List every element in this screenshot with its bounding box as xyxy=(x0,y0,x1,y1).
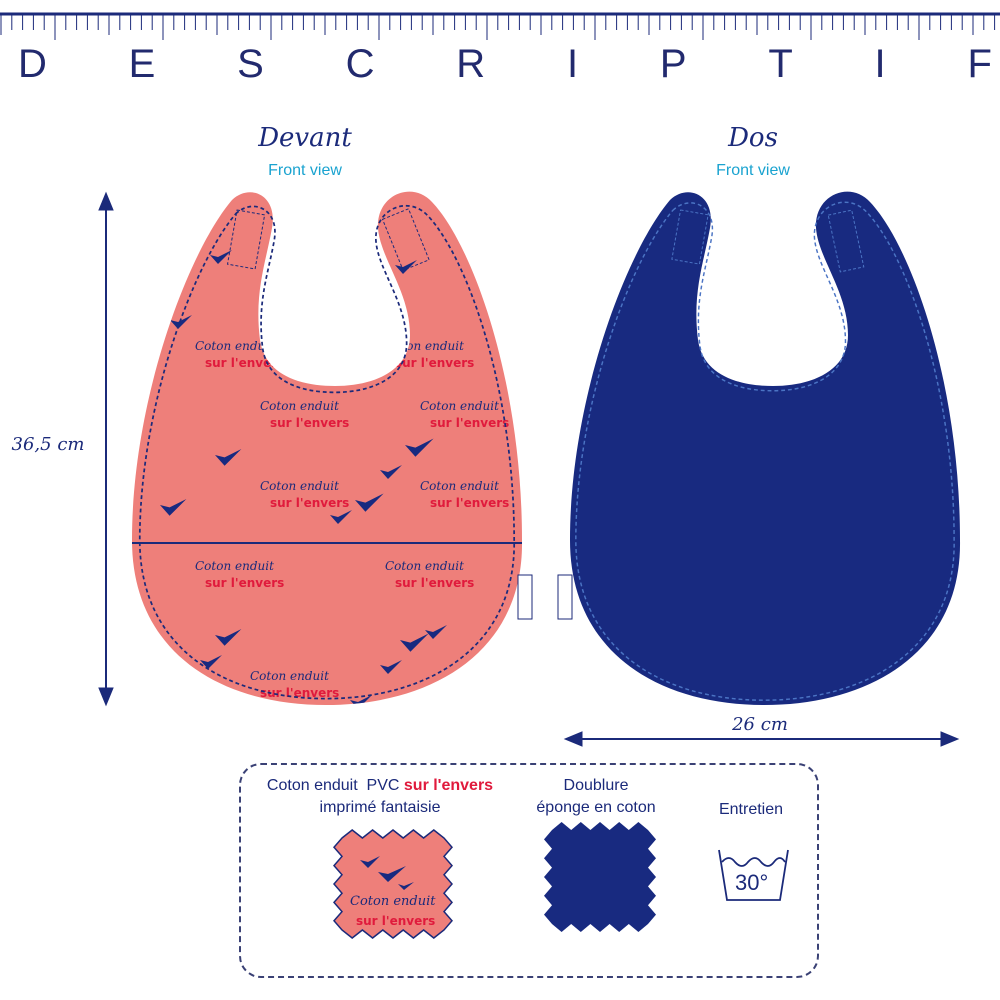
bird-motif xyxy=(395,260,417,274)
bird-motif xyxy=(330,510,352,524)
bird-motif xyxy=(200,655,222,669)
back-title: Dos xyxy=(728,123,778,153)
fabric-label-text: Coton enduit PVC xyxy=(266,777,404,794)
pattern-text: sur l'envers xyxy=(395,576,474,590)
pattern-text: Coton enduit xyxy=(260,479,339,493)
height-arrow xyxy=(98,191,114,707)
title-letter: S xyxy=(237,42,264,86)
bird-motif xyxy=(210,250,232,264)
fabric-label: Coton enduit PVC sur l'envers imprimé fa… xyxy=(249,775,511,819)
title-letter: D xyxy=(18,42,47,86)
bird-motif xyxy=(380,465,402,479)
terry-lining-swatch xyxy=(544,822,656,932)
title-letter: E xyxy=(128,42,156,86)
pattern-text: sur l'envers xyxy=(260,686,339,700)
lining-label: Doublure éponge en coton xyxy=(521,775,671,819)
wash-30-icon: 30° xyxy=(718,849,789,901)
swatch-text: Coton enduit xyxy=(350,894,436,909)
fabric-label-sub: imprimé fantaisie xyxy=(319,799,441,816)
swatch-text: sur l'envers xyxy=(356,914,435,928)
bird-motif xyxy=(350,695,372,706)
pattern-text: sur l'envers xyxy=(430,416,509,430)
back-subtitle: Front view xyxy=(716,162,790,179)
bird-motif xyxy=(215,449,242,466)
back-bib xyxy=(557,191,961,706)
title-letter: P xyxy=(659,42,687,86)
ruler xyxy=(0,12,1000,40)
pattern-text: Coton enduit xyxy=(420,479,499,493)
bird-motif xyxy=(215,629,242,646)
printed-fabric-swatch: Coton enduit sur l'envers xyxy=(333,829,453,939)
pattern-text: Coton enduit xyxy=(385,559,464,573)
front-subtitle: Front view xyxy=(268,162,342,179)
title-letter: R xyxy=(456,42,486,86)
title-letter: I xyxy=(874,42,886,86)
pattern-text: Coton enduit xyxy=(260,399,339,413)
pattern-text: sur l'envers xyxy=(205,356,284,370)
bird-motif xyxy=(405,438,434,457)
title-letter: I xyxy=(566,42,579,86)
pattern-text: sur l'envers xyxy=(430,496,509,510)
width-arrow xyxy=(563,731,960,747)
bird-motif xyxy=(160,499,187,516)
bird-motif xyxy=(380,660,402,674)
pattern-text: Coton enduit xyxy=(195,339,274,353)
bird-motif xyxy=(170,315,192,329)
page-title: D E S C R I P T I F xyxy=(18,42,992,87)
pattern-text: sur l'envers xyxy=(270,416,349,430)
pattern-text: Coton enduit xyxy=(195,559,274,573)
title-letter: F xyxy=(967,42,992,86)
materials-legend: Coton enduit PVC sur l'envers imprimé fa… xyxy=(239,763,819,978)
lining-label-sub: éponge en coton xyxy=(536,799,656,816)
fabric-label-highlight: sur l'envers xyxy=(403,777,494,794)
pattern-text: sur l'envers xyxy=(205,576,284,590)
pattern-text: sur l'envers xyxy=(395,356,474,370)
title-letter: C xyxy=(345,42,375,86)
bird-motif xyxy=(425,625,447,639)
lining-label-text: Doublure xyxy=(563,777,629,794)
pattern-text: Coton enduit xyxy=(420,399,499,413)
pattern-text: sur l'envers xyxy=(270,496,349,510)
height-dimension: 36,5 cm xyxy=(11,434,85,455)
front-title: Devant xyxy=(258,123,352,153)
width-dimension: 26 cm xyxy=(732,714,788,735)
title-letter: T xyxy=(768,42,793,86)
pattern-text: Coton enduit xyxy=(250,669,329,683)
care-label: Entretien xyxy=(718,801,784,818)
bird-motif xyxy=(355,493,384,512)
bird-motif xyxy=(400,633,429,652)
pattern-text: Coton enduit xyxy=(385,339,464,353)
wash-temp: 30° xyxy=(735,870,768,895)
